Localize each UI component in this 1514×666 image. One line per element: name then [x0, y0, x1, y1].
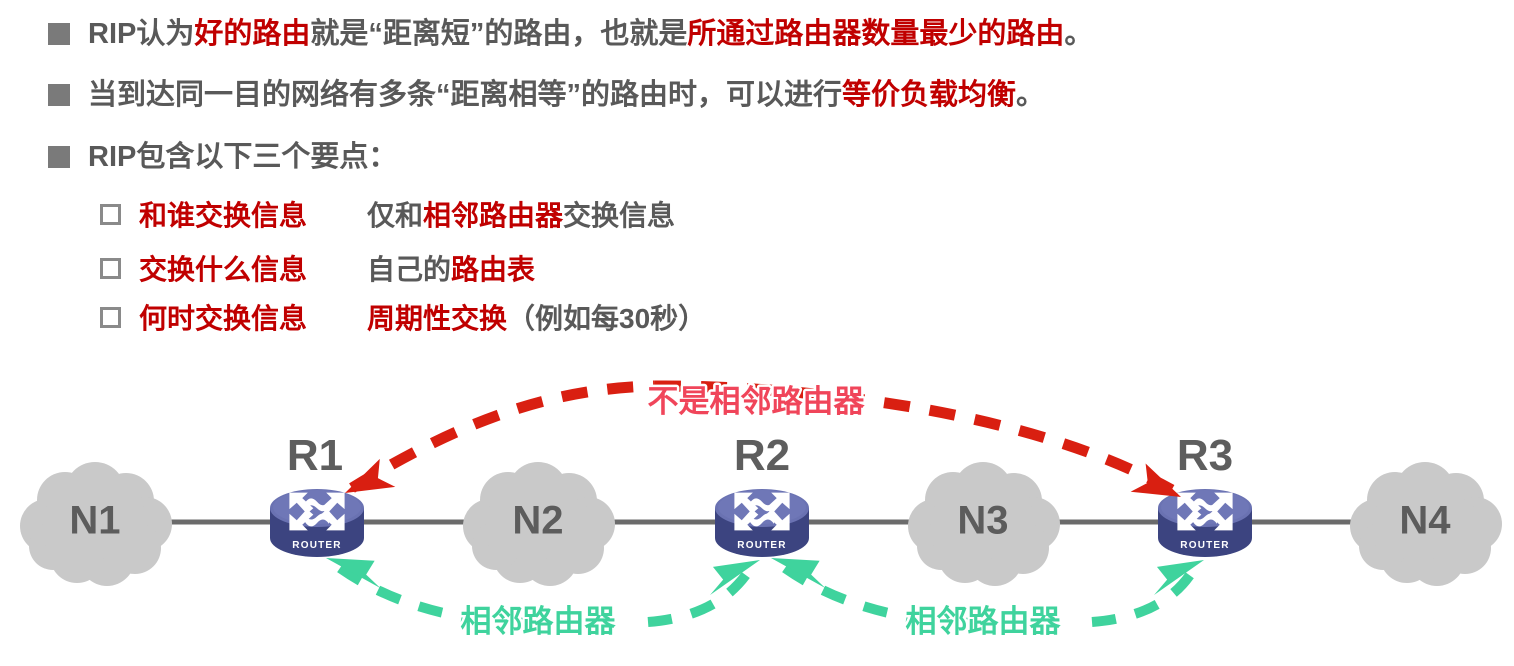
- bullet-1-seg-2: 就是“距离短”的路由，也就是: [310, 17, 688, 50]
- sub-item-3-value: 周期性交换（例如每30秒）: [367, 297, 706, 337]
- bullet-item-2: 当到达同一目的网络有多条“距离相等”的路由时，可以进行等价负载均衡。: [0, 72, 1045, 118]
- router-label-r2: R2: [734, 431, 790, 480]
- filled-square-bullet-icon: [48, 23, 70, 45]
- adjacent-right-arrows: [782, 563, 1197, 628]
- sub-item-3: 何时交换信息 周期性交换（例如每30秒）: [0, 295, 706, 339]
- sub-item-1-key: 和谁交换信息: [139, 200, 308, 231]
- bullet-item-1: RIP认为好的路由就是“距离短”的路由，也就是所通过路由器数量最少的路由。: [0, 11, 1093, 57]
- green-arrow-left-b: [647, 569, 753, 627]
- routers: ROUTER ROUTER ROUTER: [270, 489, 1252, 557]
- green-arrow-left-a: [337, 563, 531, 628]
- sub-item-3-key: 何时交换信息: [139, 303, 308, 334]
- router-label-r3: R3: [1177, 431, 1233, 480]
- bullet-2-text: 当到达同一目的网络有多条“距离相等”的路由时，可以进行等价负载均衡。: [88, 78, 1046, 111]
- not-adjacent-arrows: [349, 380, 1175, 495]
- router-r3-icon[interactable]: ROUTER: [1158, 489, 1252, 557]
- network-label-n1: N1: [69, 499, 120, 543]
- green-arrow-right-b: [1091, 569, 1197, 627]
- router-labels: R1 R2 R3: [287, 431, 1233, 480]
- bullet-1-seg-4: 。: [1064, 17, 1094, 50]
- annotation-not-adjacent: 不是相邻路由器: [648, 384, 866, 419]
- hollow-square-bullet-icon: [100, 257, 121, 279]
- sub-item-3-val-0: 周期性交换: [367, 303, 508, 334]
- bullet-item-3: RIP包含以下三个要点：: [0, 134, 397, 180]
- sub-item-1-val-0: 仅和: [367, 200, 424, 231]
- router-r2-caption: ROUTER: [737, 540, 786, 551]
- network-labels: N1 N2 N3 N4: [69, 499, 1451, 543]
- sub-item-2-val-1: 路由表: [451, 254, 536, 285]
- sub-item-2-key: 交换什么信息: [139, 254, 308, 285]
- network-label-n2: N2: [512, 499, 563, 543]
- sub-item-1: 和谁交换信息 仅和相邻路由器交换信息: [0, 192, 675, 236]
- annotation-adjacent-right: 相邻路由器: [906, 604, 1062, 639]
- sub-item-2: 交换什么信息 自己的路由表: [0, 246, 535, 290]
- bullet-2-seg-0: 当到达同一目的网络有多条“距离相等”的路由时，可以进行: [88, 78, 843, 111]
- red-arrowhead-to-r3: [1130, 463, 1181, 497]
- bullet-2-seg-1: 等价负载均衡: [842, 78, 1017, 111]
- green-arrow-right-a: [782, 563, 976, 628]
- network-label-n4: N4: [1399, 499, 1451, 543]
- router-r2-icon[interactable]: ROUTER: [715, 489, 809, 557]
- network-label-n3: N3: [957, 499, 1008, 543]
- sub-item-2-val-0: 自己的: [367, 254, 452, 285]
- bullet-1-seg-3: 所通过路由器数量最少的路由: [687, 17, 1065, 50]
- sub-item-2-value: 自己的路由表: [367, 248, 535, 288]
- router-r1-icon[interactable]: ROUTER: [270, 489, 364, 557]
- router-r1-caption: ROUTER: [292, 540, 341, 551]
- sub-item-1-val-2: 交换信息: [563, 200, 676, 231]
- bullet-1-seg-1: 好的路由: [194, 17, 311, 50]
- bullet-3-text: RIP包含以下三个要点：: [88, 140, 398, 173]
- router-r3-caption: ROUTER: [1180, 540, 1229, 551]
- hollow-square-bullet-icon: [100, 306, 121, 328]
- red-arrow-right-segment: [654, 380, 1175, 495]
- hollow-square-bullet-icon: [100, 203, 121, 225]
- sub-item-1-val-1: 相邻路由器: [423, 200, 564, 231]
- red-arrowhead-to-r1: [345, 458, 396, 493]
- adjacent-left-arrows: [337, 563, 753, 628]
- filled-square-bullet-icon: [48, 84, 70, 106]
- bullet-1-text: RIP认为好的路由就是“距离短”的路由，也就是所通过路由器数量最少的路由。: [88, 17, 1094, 50]
- sub-item-1-value: 仅和相邻路由器交换信息: [367, 194, 675, 234]
- bullet-2-seg-2: 。: [1016, 78, 1046, 111]
- filled-square-bullet-icon: [48, 146, 70, 168]
- network-topology-diagram: N1 N2 N3 N4 ROUTER ROUTER ROUTER: [0, 360, 1514, 666]
- annotation-adjacent-left: 相邻路由器: [461, 604, 617, 639]
- green-arrowhead-to-r2-left: [710, 560, 760, 595]
- bullet-3-seg-0: RIP包含以下三个要点：: [88, 140, 398, 173]
- router-label-r1: R1: [287, 431, 343, 480]
- red-arrowheads: [345, 458, 1181, 497]
- sub-item-3-val-1: （例如每30秒）: [507, 303, 707, 334]
- bullet-1-seg-0: RIP认为: [88, 17, 195, 50]
- red-arrow-left-segment: [349, 380, 656, 493]
